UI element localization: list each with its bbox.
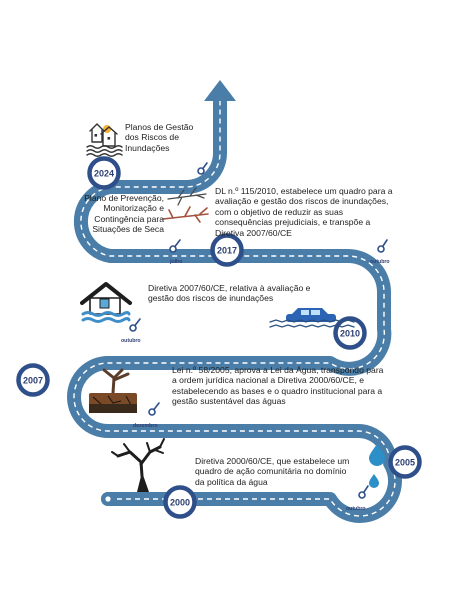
month-label: outubro (346, 506, 366, 512)
year-label: 2005 (395, 458, 415, 468)
milestone-text-lei-58-2005: Lei n.º 58/2005, aprova a Lei da Água, t… (172, 365, 384, 407)
submerged-car-icon (269, 308, 355, 328)
year-node-2007: 2007 (16, 363, 50, 397)
milestone-text-planos-gestao: Planos de Gestão dos Riscos de Inundaçõe… (125, 122, 194, 153)
year-label: 2010 (340, 329, 360, 339)
year-node-2010: 2010 (333, 316, 367, 350)
pin-marker-icon (197, 162, 208, 175)
dead-tree-icon (111, 438, 165, 492)
water-drops-icon (369, 444, 385, 488)
milestone-text-plano-seca: Plano de Prevenção, Monitorização e Cont… (84, 193, 164, 235)
year-label: 2024 (94, 169, 114, 179)
flood-houses-icon (86, 123, 123, 157)
year-node-2017: 2017 (210, 233, 244, 267)
arrow-head-icon (204, 80, 236, 101)
pin-marker-icon (169, 239, 181, 253)
pin-marker-icon (148, 402, 160, 416)
year-node-2024: 2024 (87, 156, 121, 190)
year-node-2005: 2005 (388, 445, 422, 479)
year-label: 2000 (170, 498, 190, 508)
flooded-house-icon (80, 282, 132, 323)
pin-marker-icon (129, 318, 141, 332)
year-node-2000: 2000 (163, 485, 197, 519)
dry-branches-icon (162, 187, 209, 223)
year-label: 2007 (23, 376, 43, 386)
month-label: dezembro (133, 423, 158, 429)
month-label: outubro (121, 338, 141, 344)
pin-marker-icon (358, 485, 369, 499)
dry-tree-cracked-soil-icon (89, 368, 137, 413)
month-label: outubro (370, 259, 390, 265)
milestone-text-diretiva-2007: Diretiva 2007/60/CE, relativa à avaliaçã… (148, 283, 311, 304)
month-label: julho (169, 259, 182, 265)
pin-marker-icon (377, 239, 388, 253)
milestone-text-dl-115-2010: DL n.º 115/2010, estabelece um quadro pa… (215, 186, 393, 238)
milestone-text-diretiva-2000: Diretiva 2000/60/CE, que estabelece um q… (195, 456, 350, 487)
year-label: 2017 (217, 246, 237, 256)
